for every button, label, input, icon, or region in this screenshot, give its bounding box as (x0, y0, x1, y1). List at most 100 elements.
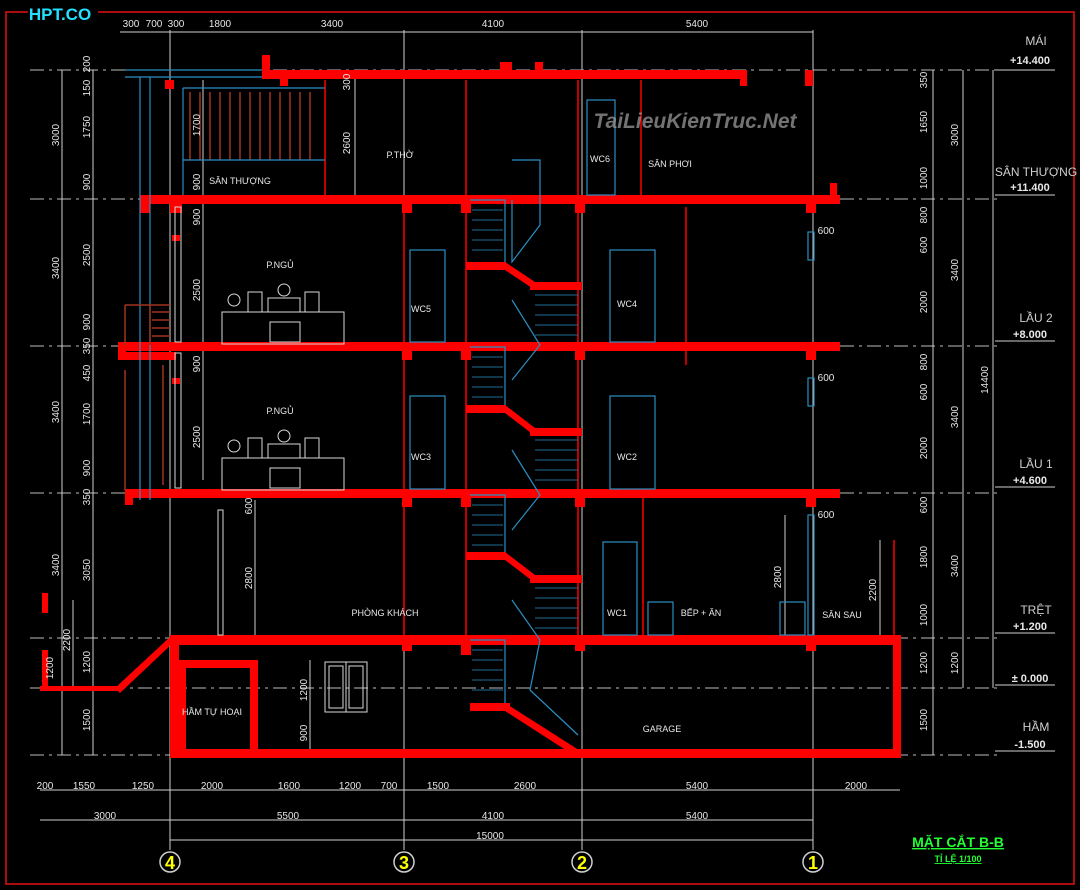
left-dim: 350 (82, 488, 93, 505)
drawing-scale: TỈ LỆ 1/100 (934, 853, 981, 864)
axis-label-1: 1 (808, 853, 818, 873)
room-label: WC2 (617, 452, 637, 462)
bottom-dim: 3000 (94, 811, 117, 822)
axis-bubbles (159, 851, 824, 873)
right-dim: 600 (919, 236, 930, 253)
room-label: WC1 (607, 608, 627, 618)
right-dim: 3400 (950, 405, 961, 428)
room-label: GARAGE (643, 724, 682, 734)
terrace-pergola (124, 69, 325, 500)
bottom-dim: 1600 (278, 781, 301, 792)
bottom-dim: 1500 (427, 781, 450, 792)
inner-dim: 2500 (192, 425, 203, 448)
room-label: BẾP + ĂN (681, 608, 722, 618)
top-dim: 300 (168, 19, 185, 30)
left-dim: 1200 (45, 656, 56, 679)
bottom-dim: 700 (381, 781, 398, 792)
left-dim: 2500 (82, 243, 93, 266)
inner-dim: 2500 (192, 278, 203, 301)
company-logo-text: HPT.CO (29, 5, 91, 24)
room-label: P.NGỦ (266, 405, 293, 416)
left-dim: 3000 (51, 123, 62, 146)
left-dim: 900 (82, 313, 93, 330)
level-name-tret: TRỆT (1020, 602, 1052, 617)
axis-label-4: 4 (165, 853, 175, 873)
left-dim: 150 (82, 79, 93, 96)
inner-dim: 2600 (342, 131, 353, 154)
top-dim: 4100 (482, 19, 505, 30)
right-dim: 800 (919, 206, 930, 223)
right-dim: 1650 (919, 110, 930, 133)
top-dim: 700 (146, 19, 163, 30)
level-elevation-san-thuong: +11.400 (1010, 182, 1049, 194)
right-dim: 600 (919, 496, 930, 513)
top-dim: 3400 (321, 19, 344, 30)
top-dim: 300 (123, 19, 140, 30)
room-label: P.NGỦ (266, 259, 293, 270)
right-dim: 1000 (919, 603, 930, 626)
level-elevation-lau-2: +8.000 (1013, 329, 1047, 341)
top-dim: 1800 (209, 19, 232, 30)
inner-dim: 900 (192, 173, 203, 190)
right-dim: 1800 (919, 545, 930, 568)
left-dim: 450 (82, 364, 93, 381)
left-dim: 3400 (51, 553, 62, 576)
drawing-title: MẶT CẮT B-B (912, 833, 1004, 850)
right-dim: 1500 (919, 708, 930, 731)
doors-fixtures (174, 99, 815, 713)
level-name-san-thuong: SÂN THƯỢNG (995, 164, 1077, 179)
room-label: WC4 (617, 299, 637, 309)
level-elevation-tret: +1.200 (1013, 621, 1047, 633)
left-dim: 1500 (82, 708, 93, 731)
inner-dim: 2800 (773, 565, 784, 588)
structure (40, 55, 901, 758)
inner-dim: 600 (818, 373, 835, 384)
level-elevation-mai: +14.400 (1010, 55, 1050, 67)
right-dim: 600 (919, 383, 930, 400)
left-dim: 2200 (62, 628, 73, 651)
bottom-dim: 5400 (686, 811, 709, 822)
top-dim: 5400 (686, 19, 709, 30)
bottom-dim: 1200 (339, 781, 362, 792)
right-dim: 1000 (919, 166, 930, 189)
room-label: PHÒNG KHÁCH (351, 608, 418, 618)
left-dim: 1750 (82, 115, 93, 138)
level-name-mai: MÁI (1025, 33, 1046, 48)
inner-dim: 300 (342, 73, 353, 90)
title-backdrop (28, 4, 98, 24)
left-dim: 3400 (51, 256, 62, 279)
inner-dim: 1200 (299, 678, 310, 701)
right-dim: 350 (919, 71, 930, 88)
left-dim: 900 (82, 173, 93, 190)
inner-dim: 2200 (868, 578, 879, 601)
left-dim: 3400 (51, 400, 62, 423)
axis-label-2: 2 (577, 853, 587, 873)
inner-dim: 1700 (192, 113, 203, 136)
bedroom-furniture-lower (221, 429, 345, 491)
level-name-ham: HẦM (1023, 719, 1050, 734)
level-markers (995, 69, 1055, 752)
right-dim: 14400 (980, 366, 991, 394)
right-dim: 3000 (950, 123, 961, 146)
room-label: SÂN SAU (822, 610, 862, 620)
dimension-lines (40, 31, 994, 841)
room-label: SÂN THƯỢNG (209, 176, 271, 186)
inner-dim: 600 (818, 226, 835, 237)
room-label: P.THỜ (386, 150, 413, 160)
left-dim: 1200 (82, 650, 93, 673)
overall-dim: 15000 (476, 831, 504, 842)
grid-axis-lines (169, 30, 814, 850)
level-name-lau-2: LẦU 2 (1019, 310, 1053, 325)
room-label: SÂN PHƠI (648, 159, 692, 169)
bedroom-furniture-upper (221, 283, 345, 345)
left-dim: 1700 (82, 402, 93, 425)
bottom-dim: 2000 (201, 781, 224, 792)
axis-label-3: 3 (399, 853, 409, 873)
drawing-frame (5, 11, 1075, 885)
level-elevation-lau-1: +4.600 (1013, 475, 1047, 487)
room-label: WC6 (590, 154, 610, 164)
right-dim: 3400 (950, 258, 961, 281)
level-elevation-ground: ± 0.000 (1012, 673, 1049, 685)
